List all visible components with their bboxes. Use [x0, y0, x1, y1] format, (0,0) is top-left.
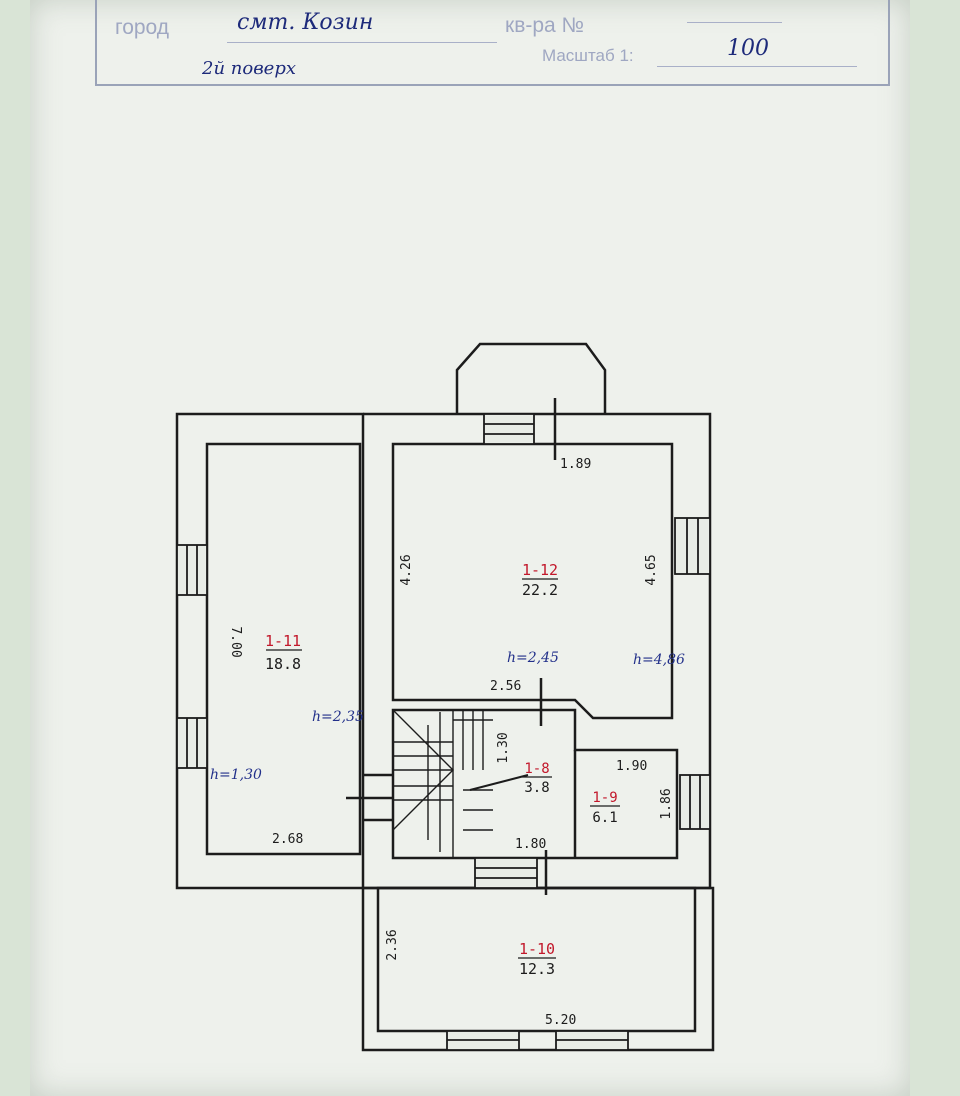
city-label: город: [115, 16, 170, 39]
height-1-12-right: h=4,86: [633, 652, 685, 668]
city-underline: [227, 42, 497, 43]
window-hall-bottom: [474, 857, 538, 889]
height-1-12: h=2,45: [507, 650, 559, 666]
room-1-8-area: 3.8: [524, 780, 549, 796]
dim-1-10-width: 5.20: [545, 1013, 576, 1028]
title-stamp: город смт. Козин кв-ра № Масштаб 1: 100 …: [95, 0, 890, 86]
stair-direction-arrow: [469, 774, 529, 791]
flat-label: кв-ра №: [505, 14, 585, 37]
room-1-12-id: 1-12: [522, 561, 558, 579]
bay-window-wall: [455, 342, 607, 414]
dim-1-12-right: 4.65: [644, 554, 659, 585]
room-1-9-id: 1-9: [592, 790, 617, 806]
dim-top-1-89: 1.89: [560, 457, 591, 472]
flat-underline: [687, 22, 782, 23]
city-value: смт. Козин: [237, 10, 374, 35]
window-right-upper: [674, 517, 711, 575]
dimension-labels: 1.89 4.26 4.65 7.00 2.68 2.56 1.30 1.90 …: [228, 457, 674, 1028]
window-left-lower: [176, 717, 208, 769]
window-left-upper: [176, 544, 208, 596]
dim-hall-width: 2.56: [490, 679, 521, 694]
scale-value: 100: [727, 36, 769, 61]
scale-underline: [657, 66, 857, 67]
room-1-9-area: 6.1: [592, 810, 617, 826]
room-1-11-area: 18.8: [265, 655, 301, 673]
plan-walls: [175, 342, 715, 1052]
height-1-11: h=2,35: [312, 709, 364, 725]
room-labels: 1-11 18.8 1-12 22.2 1-8 3.8 1-9 6.1 1-10…: [265, 561, 620, 978]
dim-1-11-width: 2.68: [272, 832, 303, 847]
dim-1-11-height: 7.00: [228, 626, 243, 657]
room-1-10-id: 1-10: [519, 940, 555, 958]
window-right-lower: [679, 774, 711, 830]
dim-hall-height: 1.30: [496, 732, 511, 763]
dim-1-9-height: 1.86: [659, 788, 674, 819]
room-1-11-wall: [205, 442, 362, 856]
scale-label: Масштаб 1:: [542, 46, 634, 65]
height-notes: h=2,35 h=2,45 h=4,86 h=1,30: [210, 650, 685, 783]
room-1-10-area: 12.3: [519, 960, 555, 978]
dim-hall-bottom: 1.80: [515, 837, 546, 852]
dim-1-12-height: 4.26: [399, 554, 414, 585]
room-1-12-wall: [391, 442, 674, 720]
doors: [346, 398, 557, 895]
room-1-12-area: 22.2: [522, 581, 558, 599]
room-1-11-id: 1-11: [265, 632, 301, 650]
height-1-11-low: h=1,30: [210, 767, 262, 783]
left-wing-outer-wall: [175, 412, 365, 890]
dim-1-9-width: 1.90: [616, 759, 647, 774]
window-top: [483, 413, 535, 445]
floor-note: 2й поверх: [202, 58, 296, 79]
room-1-8-id: 1-8: [524, 761, 549, 777]
stair-hall-wall: [391, 708, 679, 860]
windows: [176, 413, 711, 1051]
staircase: [392, 709, 529, 858]
dim-1-10-height: 2.36: [385, 929, 400, 960]
